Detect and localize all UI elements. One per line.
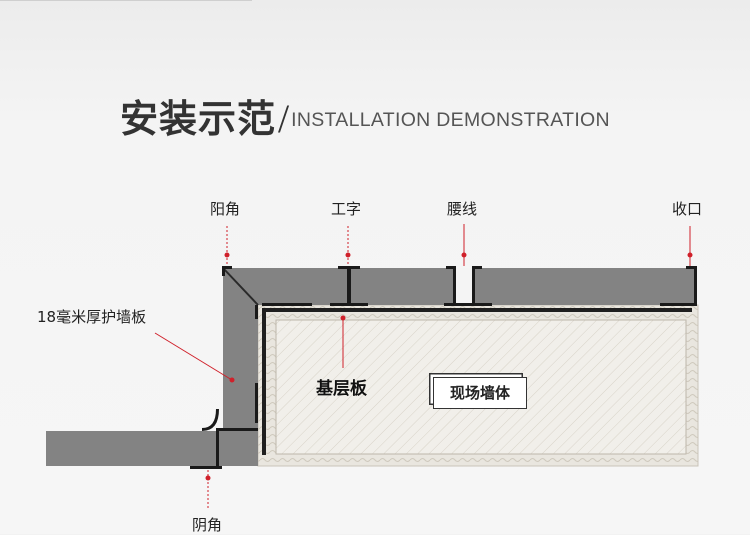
leader-panel	[154, 332, 235, 383]
inner-corner-profile	[190, 409, 258, 469]
label-waist-line: 腰线	[447, 200, 478, 218]
leader-h-joint	[345, 226, 351, 266]
leader-waist-line	[461, 224, 467, 266]
outer-corner-miter	[222, 266, 259, 306]
label-outer-corner: 阳角	[210, 200, 241, 218]
panel-bottom	[46, 431, 258, 466]
leader-base-board	[340, 315, 346, 368]
leader-outer-corner	[224, 226, 230, 266]
site-wall-label: 现场墙体	[449, 384, 510, 402]
corner-clips	[255, 303, 312, 423]
title-separator: /	[278, 96, 290, 141]
section-title: 安装示范/INSTALLATION DEMONSTRATION	[120, 88, 610, 141]
label-panel: 18毫米厚护墙板	[37, 308, 147, 326]
h-joint-profile	[330, 266, 368, 306]
top-divider-line	[0, 0, 252, 1]
site-wall-tag: 现场墙体	[433, 377, 527, 409]
label-base-board: 基层板	[316, 379, 367, 399]
label-h-joint: 工字	[331, 200, 362, 218]
waist-line-profile	[444, 266, 492, 306]
leader-end-cap	[687, 226, 693, 266]
leader-inner-corner	[205, 470, 211, 508]
label-end-cap: 收口	[672, 200, 703, 218]
end-cap-profile	[660, 266, 697, 306]
title-chinese: 安装示范	[120, 96, 277, 141]
title-english: INSTALLATION DEMONSTRATION	[291, 109, 610, 131]
label-inner-corner: 阴角	[192, 516, 223, 534]
